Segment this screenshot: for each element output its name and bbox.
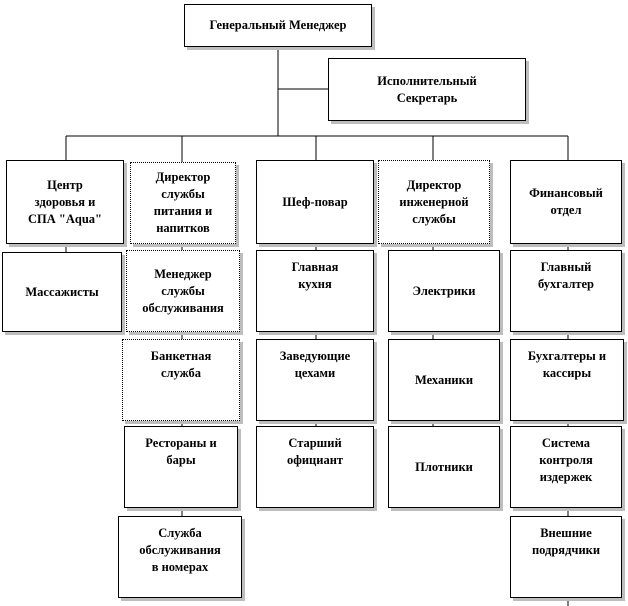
node-electricians: Электрики: [388, 250, 500, 332]
node-mechanics: Механики: [388, 339, 500, 421]
node-spa-center: Центр здоровья и СПА "Aqua": [6, 160, 124, 244]
node-engineering-director: Директор инженерной службы: [378, 160, 490, 244]
node-massage-therapists: Массажисты: [2, 252, 122, 332]
node-room-service: Служба обслуживания в номерах: [118, 516, 242, 598]
node-restaurants-bars: Рестораны и бары: [124, 426, 238, 508]
node-accountants-cashiers: Бухгалтеры и кассиры: [510, 339, 624, 421]
node-chief-accountant: Главный бухгалтер: [510, 250, 622, 332]
node-senior-waiter: Старший официант: [256, 426, 374, 508]
node-main-kitchen: Главная кухня: [256, 250, 374, 332]
node-external-contractors: Внешние подрядчики: [510, 516, 622, 598]
node-executive-secretary: Исполнительный Секретарь: [328, 58, 526, 121]
node-fnb-director: Директор службы питания и напитков: [130, 162, 236, 244]
node-banquet-service: Банкетная служба: [122, 339, 240, 421]
node-carpenters: Плотники: [388, 426, 500, 508]
node-cost-control: Система контроля издержек: [510, 426, 622, 508]
node-service-manager: Менеджер службы обслуживания: [126, 250, 240, 332]
node-finance-department: Финансовый отдел: [510, 160, 622, 244]
node-chef: Шеф-повар: [256, 160, 374, 244]
node-shop-heads: Заведующие цехами: [256, 339, 374, 421]
node-general-manager: Генеральный Менеджер: [184, 4, 372, 47]
